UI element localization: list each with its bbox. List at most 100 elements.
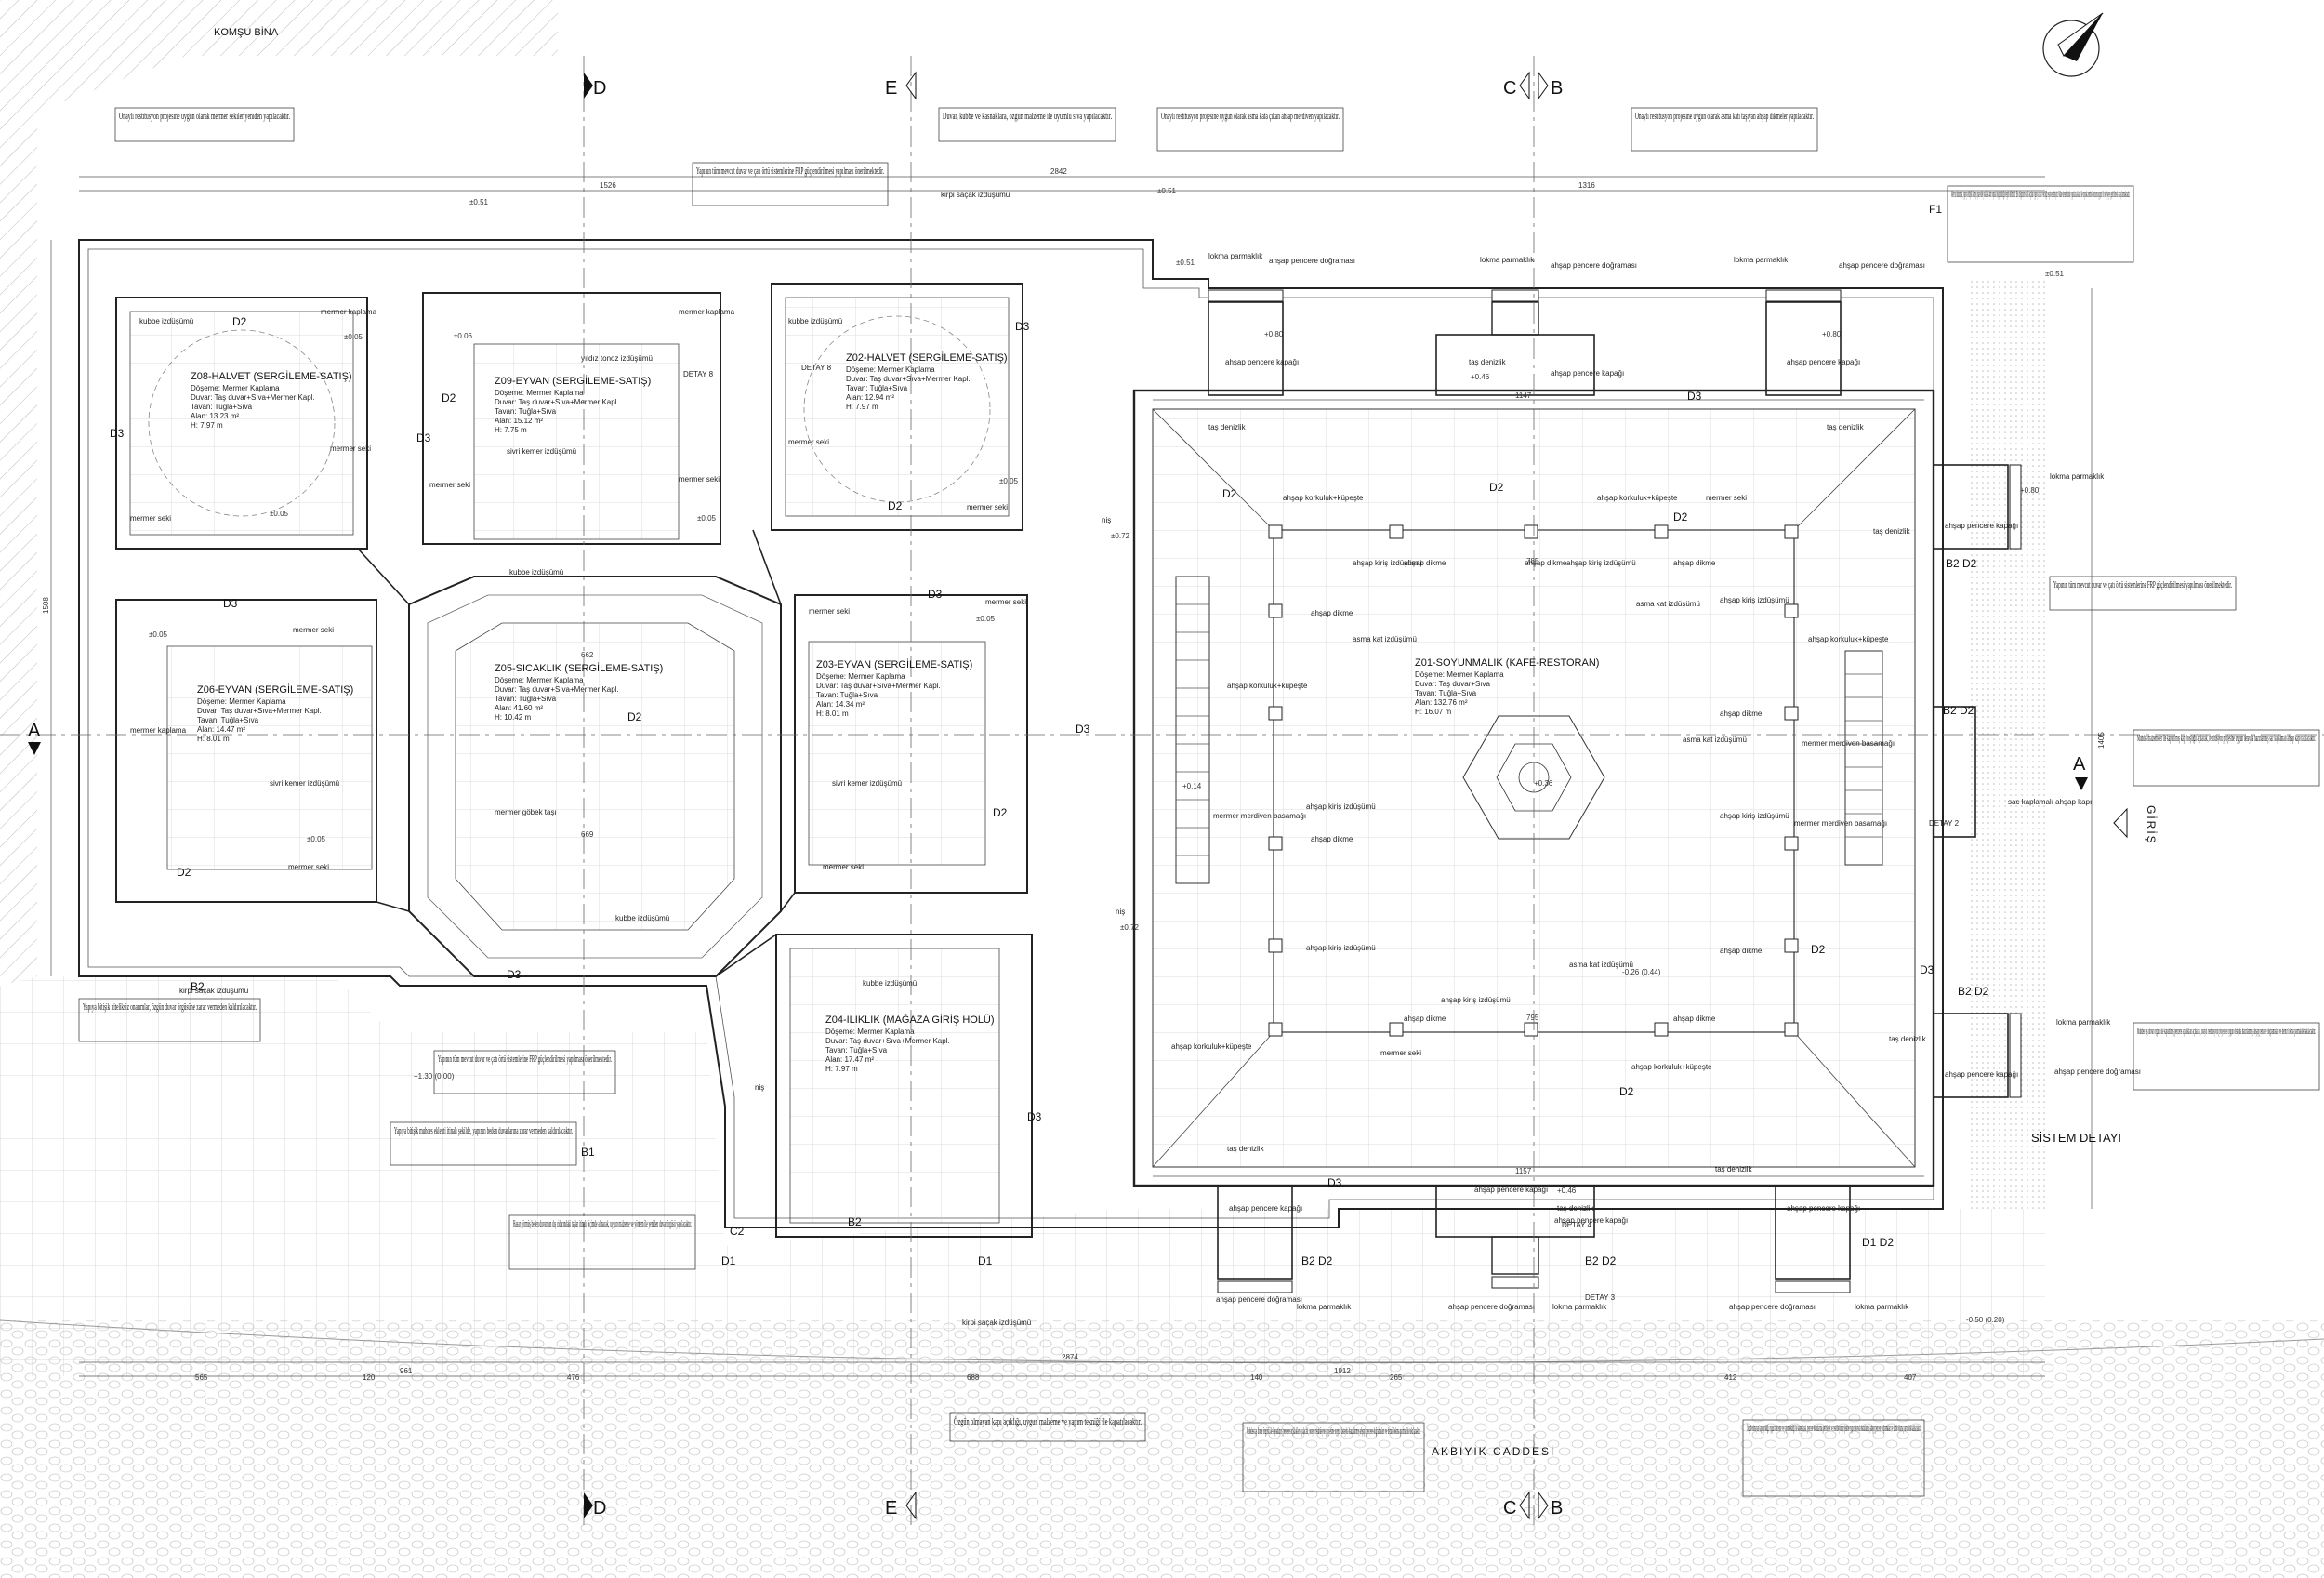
dim-left-height: 1508 <box>42 597 50 614</box>
label-asma-kat: asma kat izdüşümü <box>1636 600 1700 608</box>
label-pencere-dog: ahşap pencere doğraması <box>1839 261 1925 270</box>
element-labels: mermer kaplama mermer kaplama mermer kap… <box>130 191 2141 1327</box>
label-kirpi: kirpi saçak izdüşümü <box>179 987 248 995</box>
code-d3: D3 <box>1015 320 1030 333</box>
label-pencere-kap: ahşap pencere kapağı <box>1229 1204 1302 1213</box>
level-mark: ±0.72 <box>1120 923 1140 932</box>
label-pencere-kap: ahşap pencere kapağı <box>1787 1204 1860 1213</box>
label-pencere-kap: ahşap pencere kapağı <box>1474 1186 1548 1194</box>
label-detay4: DETAY 4 <box>1562 1221 1592 1229</box>
level-mark: ±0.05 <box>976 615 996 623</box>
level-mark: ±0.05 <box>697 514 717 523</box>
section-mark-top-e: E <box>885 78 897 99</box>
neighbor-hatch-area: KOMŞU BİNA <box>0 0 558 986</box>
label-lokma: lokma parmaklık <box>1208 252 1263 260</box>
note-14: Muhdes taş duvar örgüsü ile kapatılmış p… <box>1247 1426 1420 1437</box>
level-mark: ±0.05 <box>344 333 363 341</box>
label-lokma: lokma parmaklık <box>1480 256 1535 264</box>
section-mark-bottom-b: B <box>1551 1498 1563 1518</box>
dim-right-height: 1405 <box>2097 732 2106 749</box>
room-z02-line: H: 7.97 m <box>846 403 878 411</box>
label-pencere-kap: ahşap pencere kapağı <box>1551 369 1624 378</box>
label-lokma: lokma parmaklık <box>1855 1303 1909 1311</box>
label-mermer-seki: mermer seki <box>293 626 334 634</box>
level-mark: +0.36 <box>1534 779 1553 788</box>
code-b2-d2: B2 D2 <box>1585 1254 1617 1267</box>
label-lokma: lokma parmaklık <box>1734 256 1789 264</box>
code-d3: D3 <box>1027 1110 1042 1123</box>
dimension-lines <box>50 176 2093 1377</box>
label-ahsap-dikme: ahşap dikme <box>1311 609 1353 617</box>
label-tas-denizlik: taş denizlik <box>1227 1145 1265 1153</box>
code-f1: F1 <box>1929 203 1942 216</box>
wooden-posts <box>1268 524 1799 1037</box>
note-2: Onaylı restitüsyon projesine uygun olara… <box>1161 112 1340 122</box>
code-d2: D2 <box>993 806 1008 819</box>
code-b2: B2 <box>191 980 205 993</box>
level-mark: ±0.51 <box>469 198 489 206</box>
code-d2: D2 <box>177 866 191 879</box>
label-merdiven: mermer merdiven basamağı <box>1794 819 1887 828</box>
note-15: Özgün olmayan kapı açıklığı, uygun malze… <box>1747 1423 1921 1434</box>
label-lokma: lokma parmaklık <box>2050 472 2105 481</box>
note-1: Duvar, kubbe ve kasnaklara, özgün malzem… <box>943 112 1112 122</box>
dim-bottom-140: 140 <box>1250 1373 1263 1382</box>
room-z02-line: Tavan: Tuğla+Sıva <box>846 384 908 392</box>
room-z05-line: H: 10.42 m <box>495 713 531 722</box>
label-mermer-seki: mermer seki <box>985 598 1026 606</box>
room-z04-line: Alan: 17.47 m² <box>825 1055 874 1064</box>
code-d3: D3 <box>1920 963 1934 976</box>
level-mark: ±0.05 <box>999 477 1019 485</box>
label-kirpi: kirpi saçak izdüşümü <box>941 191 1010 199</box>
label-ahsap-kiris: ahşap kiriş izdüşümü <box>1306 802 1376 811</box>
note-9: Yapıya bitişik niteliksiz onarımlar, özg… <box>83 1002 257 1013</box>
label-ahsap-dikme: ahşap dikme <box>1720 709 1763 718</box>
room-z03-line: Duvar: Taş duvar+Sıva+Mermer Kapl. <box>816 682 941 690</box>
dim-sicaklik-width: 662 <box>581 651 594 659</box>
room-z04-line: Döşeme: Mermer Kaplama <box>825 1028 915 1036</box>
label-merdiven: mermer merdiven basamağı <box>1213 812 1306 820</box>
room-z09-line: Duvar: Taş duvar+Sıva+Mermer Kapl. <box>495 398 619 406</box>
code-d3: D3 <box>507 968 522 981</box>
label-pencere-kap: ahşap pencere kapağı <box>1945 522 2018 530</box>
label-kubbe-izdusumu: kubbe izdüşümü <box>863 979 917 988</box>
note-8: Muhdes taş duvar örgüsü ile kapatılmış p… <box>2137 1027 2316 1037</box>
dim-bottom-120: 120 <box>363 1373 376 1382</box>
label-lokma: lokma parmaklık <box>1297 1303 1352 1311</box>
label-mermer-seki: mermer seki <box>788 438 829 446</box>
label-sivri-kemer: sivri kemer izdüşümü <box>270 779 339 788</box>
label-detay8: DETAY 8 <box>683 370 714 378</box>
label-mermer-seki: mermer seki <box>809 607 850 616</box>
label-mermer-kaplama: mermer kaplama <box>679 308 735 316</box>
dim-main-mid-top: 785 <box>1526 557 1539 565</box>
label-pencere-kap: ahşap pencere kapağı <box>1945 1070 2018 1079</box>
label-korkuluk: ahşap korkuluk+küpeşte <box>1283 494 1364 502</box>
level-mark: -0.26 (0.44) <box>1622 968 1661 976</box>
level-mark: +0.80 <box>2020 486 2040 495</box>
room-z01-line: H: 16.07 m <box>1415 708 1451 716</box>
courtyard-paving <box>0 279 2324 1578</box>
label-detay2: DETAY 2 <box>1929 819 1960 828</box>
label-pencere-dog: ahşap pencere doğraması <box>1216 1295 1302 1304</box>
room-z09-line: Döşeme: Mermer Kaplama <box>495 389 584 397</box>
level-marks: ±0.51 ±0.51 ±0.51 ±0.51 ±0.05 ±0.05 ±0.0… <box>149 187 2065 1324</box>
label-kirpi: kirpi saçak izdüşümü <box>962 1319 1031 1327</box>
label-lokma: lokma parmaklık <box>2056 1018 2111 1027</box>
room-z08-line: Tavan: Tuğla+Sıva <box>191 403 253 411</box>
label-mermer-seki: mermer seki <box>1706 494 1747 502</box>
dim-bottom-right: 1912 <box>1334 1367 1351 1375</box>
room-z05-name: Z05-SICAKLIK (SERGİLEME-SATIŞ) <box>495 662 663 674</box>
section-mark-bottom-e: E <box>885 1498 897 1518</box>
label-mermer-seki: mermer seki <box>967 503 1008 511</box>
code-d3: D3 <box>1076 723 1090 736</box>
building-outline <box>78 239 1944 1228</box>
code-d3: D3 <box>223 597 238 610</box>
label-pencere-dog: ahşap pencere doğraması <box>1551 261 1637 270</box>
label-detay8: DETAY 8 <box>801 364 832 372</box>
room-z08-line: Duvar: Taş duvar+Sıva+Mermer Kapl. <box>191 393 315 402</box>
code-d2: D2 <box>1489 481 1504 494</box>
note-5: Mevcut durumda, yapıya bitişik komşu par… <box>1951 190 2130 200</box>
code-d2: D2 <box>1222 487 1237 500</box>
room-z06-name: Z06-EYVAN (SERGİLEME-SATIŞ) <box>197 683 353 696</box>
